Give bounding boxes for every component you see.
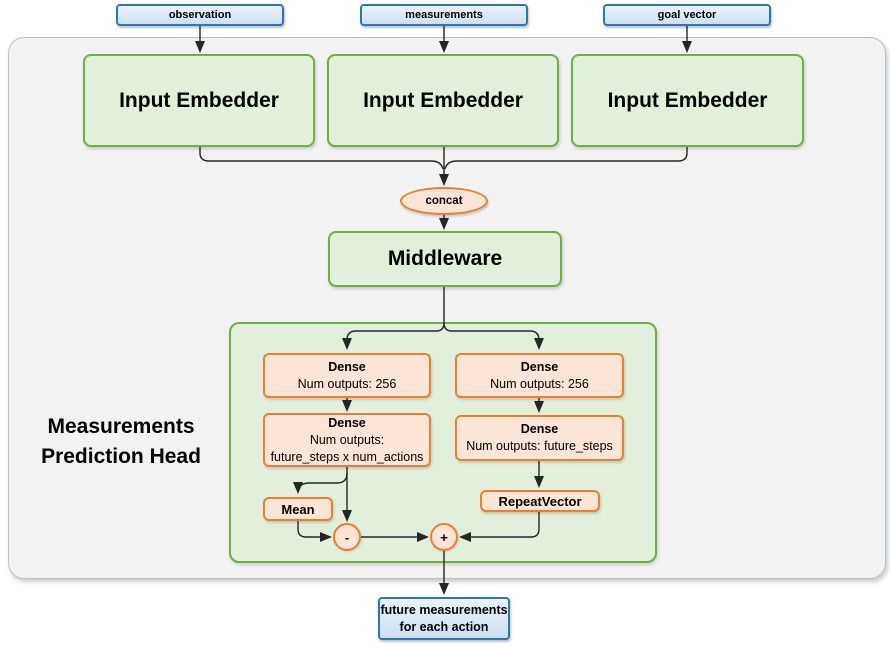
- middleware-box: Middleware: [328, 231, 562, 287]
- embedder-label: Input Embedder: [119, 88, 279, 112]
- input-node-observation: observation: [116, 4, 284, 26]
- input-node-goal-vector: goal vector: [603, 4, 771, 26]
- input-embedder-box-1: Input Embedder: [83, 54, 315, 147]
- prediction-head-title: Measurements Prediction Head: [15, 412, 227, 472]
- mean-box: Mean: [263, 497, 333, 521]
- output-node: future measurements for each action: [378, 597, 510, 640]
- mean-label: Mean: [281, 501, 315, 517]
- plus-label: +: [440, 529, 448, 545]
- dense-left-bottom-box: Dense Num outputs: future_steps x num_ac…: [263, 413, 431, 467]
- prediction-head-title-line2: Prediction Head: [41, 445, 201, 468]
- dense-title: Dense: [328, 415, 366, 430]
- concat-node: concat: [400, 187, 488, 215]
- input-label: goal vector: [657, 9, 717, 21]
- dense-subtitle: Num outputs: future_steps: [466, 439, 613, 453]
- input-node-measurements: measurements: [360, 4, 528, 26]
- embedder-label: Input Embedder: [363, 88, 523, 112]
- output-label-line2: for each action: [399, 619, 489, 634]
- input-label: observation: [168, 9, 232, 21]
- plus-operator-node: +: [430, 523, 458, 551]
- dense-title: Dense: [520, 359, 559, 374]
- dense-right-bottom-box: Dense Num outputs: future_steps: [455, 415, 624, 461]
- dense-subtitle: Num outputs: 256: [490, 376, 589, 391]
- repeat-vector-label: RepeatVector: [498, 493, 582, 509]
- dense-title: Dense: [520, 422, 559, 436]
- concat-label: concat: [425, 195, 463, 207]
- minus-label: -: [344, 529, 350, 545]
- dense-right-top-box: Dense Num outputs: 256: [455, 353, 624, 398]
- embedder-label: Input Embedder: [607, 88, 768, 112]
- output-label-line1: future measurements: [380, 602, 508, 617]
- dense-subtitle: Num outputs: 256: [297, 376, 397, 391]
- input-label: measurements: [405, 9, 483, 21]
- dense-left-top-box: Dense Num outputs: 256: [263, 353, 431, 398]
- input-embedder-box-2: Input Embedder: [327, 54, 559, 147]
- prediction-head-title-line1: Measurements: [47, 415, 195, 438]
- dense-subtitle2: future_steps x num_actions: [270, 449, 424, 464]
- dense-subtitle: Num outputs:: [309, 432, 385, 447]
- dense-title: Dense: [328, 359, 366, 374]
- minus-operator-node: -: [333, 523, 361, 551]
- input-embedder-box-3: Input Embedder: [571, 54, 804, 147]
- middleware-label: Middleware: [387, 247, 503, 270]
- repeat-vector-box: RepeatVector: [480, 490, 600, 512]
